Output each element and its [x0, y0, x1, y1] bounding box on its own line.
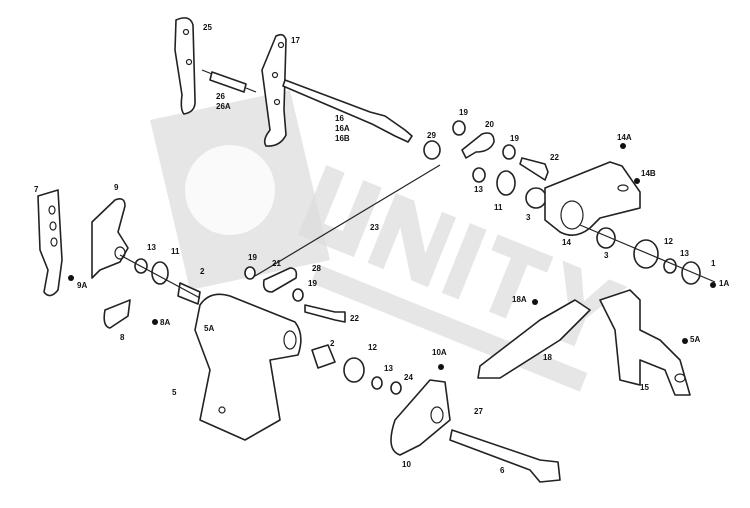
callout-6: 6	[500, 466, 505, 475]
part-bracket-15	[599, 289, 691, 396]
washers-upper	[423, 120, 547, 209]
washers-mid	[311, 344, 402, 395]
callout-7: 7	[34, 185, 39, 194]
callout-15: 15	[640, 383, 649, 392]
callout-13b: 13	[680, 249, 689, 258]
callout-29: 29	[427, 131, 436, 140]
callout-13: 13	[474, 185, 483, 194]
callout-23: 23	[370, 223, 379, 232]
part-bracket-9	[91, 198, 129, 279]
callout-3b: 3	[604, 251, 609, 260]
callout-5: 5	[172, 388, 177, 397]
callout-19d: 19	[308, 279, 317, 288]
callout-3: 3	[526, 213, 531, 222]
callout-22b: 22	[350, 314, 359, 323]
callout-14a: 14A	[617, 133, 632, 142]
callout-21: 21	[272, 259, 281, 268]
callout-12: 12	[664, 237, 673, 246]
part-lever-25	[174, 17, 196, 115]
callout-13d: 13	[384, 364, 393, 373]
callout-11: 11	[494, 203, 503, 212]
part-housing-5	[194, 293, 302, 441]
callout-1: 1	[711, 259, 716, 268]
callout-20: 20	[485, 120, 494, 129]
callout-16a: 16A	[335, 124, 350, 133]
callout-28: 28	[312, 264, 321, 273]
part-bolt-22-lower	[304, 304, 346, 323]
part-rod-23	[254, 164, 441, 277]
callout-1a: 1A	[719, 279, 729, 288]
callout-27: 27	[474, 407, 483, 416]
part-spacer-26	[201, 69, 257, 93]
callout-19c: 19	[248, 253, 257, 262]
part-cam-8	[103, 299, 131, 329]
callout-16b: 16B	[335, 134, 350, 143]
washers-left	[119, 254, 201, 305]
callout-13c: 13	[147, 243, 156, 252]
callout-10: 10	[402, 460, 411, 469]
callout-2: 2	[200, 267, 205, 276]
callout-8a: 8A	[160, 318, 170, 327]
callout-18a: 18A	[512, 295, 527, 304]
callout-2b: 2	[330, 339, 335, 348]
part-rod-16	[282, 79, 413, 143]
part-plate-7	[37, 189, 63, 297]
part-bracket-10	[390, 379, 451, 456]
part-pin-6	[449, 429, 561, 483]
callout-19b: 19	[510, 134, 519, 143]
callout-11b: 11	[171, 247, 180, 256]
callout-5a: 5A	[204, 324, 214, 333]
part-rod-end-20	[461, 132, 495, 159]
callout-26: 26	[216, 92, 225, 101]
callout-18: 18	[543, 353, 552, 362]
callout-25: 25	[203, 23, 212, 32]
callout-16: 16	[335, 114, 344, 123]
part-rod-end-21	[244, 266, 304, 302]
part-pedal-18	[477, 299, 591, 379]
washers-right	[579, 224, 716, 285]
callout-9a: 9A	[77, 281, 87, 290]
callout-8: 8	[120, 333, 125, 342]
callout-24: 24	[404, 373, 413, 382]
callout-5a-b: 5A	[690, 335, 700, 344]
callout-9: 9	[114, 183, 119, 192]
part-bolt-22-upper	[519, 157, 549, 181]
callout-dots	[68, 143, 716, 370]
callout-17: 17	[291, 36, 300, 45]
callout-19: 19	[459, 108, 468, 117]
callout-labels: 25 17 26 26A 16 16A 16B 19 20 29 19 22 1…	[34, 23, 729, 475]
part-bracket-14	[544, 161, 641, 236]
callout-14: 14	[562, 238, 571, 247]
callout-10a: 10A	[432, 348, 447, 357]
callout-26a: 26A	[216, 102, 231, 111]
callout-14b: 14B	[641, 169, 656, 178]
callout-12b: 12	[368, 343, 377, 352]
part-lever-17	[261, 33, 287, 147]
callout-22: 22	[550, 153, 559, 162]
